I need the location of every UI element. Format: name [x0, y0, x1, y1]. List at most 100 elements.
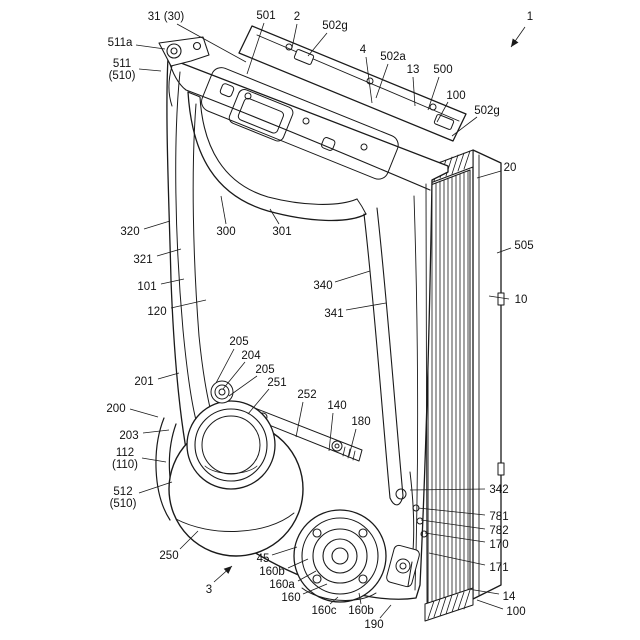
hardware-leg [407, 561, 413, 587]
ref-label-100: 100 [446, 90, 465, 102]
ref-label-160b: 160b [348, 605, 374, 617]
top-face-inner-outline [201, 67, 399, 180]
rail-hole-2 [366, 77, 374, 85]
leader-line [329, 596, 339, 605]
bracket-screw-outer [166, 43, 182, 59]
leader-line [424, 532, 486, 543]
bracket-screw-inner [170, 47, 178, 55]
top-face-front-edge [167, 57, 431, 191]
bezel-outer-curve [187, 91, 367, 222]
ref-label-100: 100 [506, 606, 525, 618]
leader-line [375, 63, 389, 99]
ref-label-782: 782 [489, 525, 508, 537]
ref-label-511-510: 511(510) [109, 58, 136, 82]
leader-line [142, 429, 170, 434]
ref-label-171: 171 [489, 562, 508, 574]
speaker-unit [293, 509, 387, 603]
wiring-bar-grommet-outer [331, 440, 343, 452]
ref-label-201: 201 [134, 376, 153, 388]
bracket-arm [168, 65, 173, 107]
leader-line [170, 299, 207, 309]
leader-line [488, 295, 510, 300]
leader-line [287, 558, 309, 569]
ref-label-20: 20 [504, 162, 517, 174]
leader-line [141, 457, 167, 463]
leader-line [476, 170, 502, 179]
speaker-screw-tr [358, 528, 368, 538]
ref-label-252: 252 [297, 389, 316, 401]
pivot-screw [210, 380, 234, 404]
leader-line [222, 361, 246, 390]
ref-label-250: 250 [159, 550, 178, 562]
wiring-bar-grommet-inner [334, 443, 340, 449]
hardware-screw-3 [416, 517, 424, 525]
lens-ring-inner [201, 415, 261, 475]
ref-label-2: 2 [294, 11, 300, 23]
ref-label-180: 180 [351, 416, 370, 428]
ref-label-4: 4 [360, 44, 367, 56]
mount-ring-outer-arc [155, 417, 171, 521]
top-face [201, 67, 399, 180]
leader-line [297, 570, 317, 582]
leader-line [135, 44, 166, 50]
leader-line [417, 507, 486, 516]
arrowhead [223, 566, 232, 574]
leader-line [138, 481, 173, 494]
leader-line [379, 604, 392, 619]
back-panel-outline [472, 149, 502, 600]
leader-line [295, 401, 304, 438]
leader-line [412, 76, 416, 107]
top-face-cutout-inner [237, 97, 284, 134]
ref-label-203: 203 [119, 430, 138, 442]
bezel-left-end [187, 91, 201, 98]
ref-label-204: 204 [241, 350, 261, 362]
leader-line [365, 56, 373, 104]
leader-line [427, 76, 440, 111]
top-face-cutout-large [228, 89, 294, 142]
ref-label-502g: 502g [474, 105, 500, 117]
left-frame-line-1 [175, 71, 198, 425]
ref-label-190: 190 [364, 619, 383, 631]
ref-label-300: 300 [216, 226, 235, 238]
top-face-cutout-small-left [219, 83, 235, 98]
leader-line [215, 348, 235, 384]
leader-line [436, 101, 449, 123]
ref-label-500: 500 [433, 64, 452, 76]
leader-line [247, 388, 270, 415]
leader-line [129, 408, 159, 418]
leader-line [348, 428, 357, 457]
bezel-right-end [356, 198, 367, 215]
leader-line [428, 552, 486, 566]
ref-label-101: 101 [137, 281, 156, 293]
leader-line [451, 116, 478, 137]
leader-line [179, 530, 199, 550]
left-frame [175, 71, 216, 427]
top-face-cutout-small-right [320, 137, 336, 151]
leader-line [291, 23, 298, 49]
top-bracket [158, 36, 210, 107]
leader-line [143, 220, 171, 230]
leader-line [269, 208, 280, 225]
ref-label-170: 170 [489, 539, 508, 551]
leader-line [220, 195, 227, 225]
ref-label-112-110: 112(110) [112, 447, 138, 471]
leader-line [157, 372, 180, 380]
pivot-inner [218, 388, 226, 396]
ref-label-501: 501 [256, 10, 275, 22]
speaker-screw-tl [312, 528, 322, 538]
leader-line [476, 599, 504, 610]
speaker-screw-bl [312, 574, 322, 584]
bracket-pin [192, 41, 202, 51]
ref-label-120: 120 [147, 306, 166, 318]
leader-line [420, 519, 486, 530]
ref-label-321: 321 [133, 254, 152, 266]
bezel-inner-curve [199, 96, 358, 205]
ref-label-205: 205 [229, 336, 248, 348]
back-panel [472, 149, 505, 600]
arrowhead [511, 38, 519, 47]
ref-label-505: 505 [514, 240, 533, 252]
sphere-seam [175, 512, 295, 532]
ref-label-502a: 502a [380, 51, 406, 63]
rail-clip-left [293, 49, 315, 65]
